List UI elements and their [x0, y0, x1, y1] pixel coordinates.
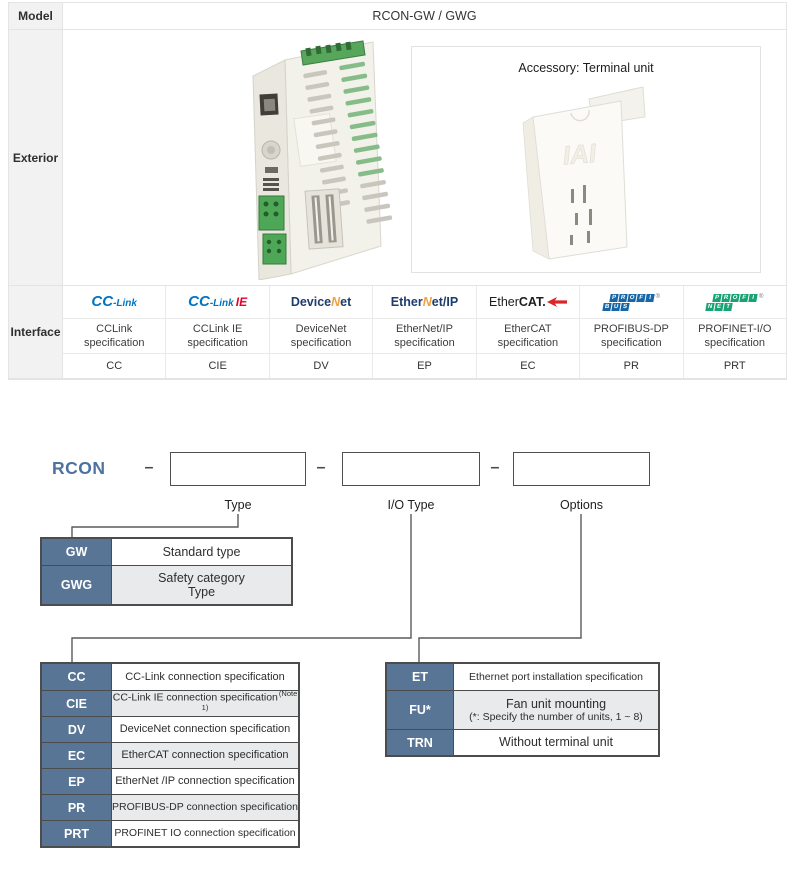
code-cell: FU*: [387, 691, 454, 729]
model-value: RCON-GW / GWG: [372, 9, 477, 23]
code-text: EP: [417, 359, 432, 372]
ethercat-logo: EtherCAT.: [476, 286, 580, 319]
desc-cell: Ethernet port installation specification: [469, 670, 643, 683]
interface-row-header: Interface: [9, 286, 63, 378]
dash-separator: –: [490, 459, 500, 476]
brand-emboss: IAI: [561, 138, 597, 171]
desc-cell: CC-Link connection specification: [125, 670, 285, 683]
desc-cell: EtherNet /IP connection specification: [115, 775, 295, 788]
ethercat-arrow-icon: [546, 297, 567, 307]
table-row: PRT PROFINET IO connection specification: [42, 820, 298, 846]
code-cell: GW: [42, 539, 112, 565]
desc-cell: PROFINET IO connection specification: [114, 827, 296, 840]
desc-cell: Safety category Type: [112, 566, 291, 604]
table-row: FU* Fan unit mounting (*: Specify the nu…: [387, 690, 658, 729]
ethernet-ip-logo: EtherNet/IP: [373, 286, 476, 319]
exterior-row-header: Exterior: [9, 30, 63, 285]
model-prefix: RCON: [52, 458, 106, 478]
code-cell: DV: [42, 717, 112, 742]
code-cell: PRT: [42, 821, 112, 846]
code-cell: CIE: [42, 691, 112, 716]
spec-text: CCLink IE specification: [166, 319, 269, 354]
io-type-label: I/O Type: [387, 498, 435, 512]
desc-cell: DeviceNet connection specification: [119, 723, 291, 736]
code-text: EC: [520, 359, 536, 372]
desc-cell: PROFIBUS-DP connection specification: [112, 795, 298, 820]
io-type-table: CC CC-Link connection specification CIE …: [40, 662, 300, 848]
code-text: DV: [313, 359, 329, 372]
code-text: PR: [623, 359, 639, 372]
dash-separator: –: [144, 459, 154, 476]
model-row: Model RCON-GW / GWG: [9, 3, 786, 30]
interface-col-cclink: CC-Link CCLink specification CC: [63, 286, 167, 378]
spec-text: PROFIBUS-DP specification: [580, 319, 683, 354]
options-table: ET Ethernet port installation specificat…: [385, 662, 660, 757]
spec-text: PROFINET-I/O specification: [683, 319, 786, 354]
table-row: EP EtherNet /IP connection specification: [42, 768, 298, 794]
code-cell: GWG: [42, 566, 112, 604]
terminal-unit-illustration: IAI: [522, 86, 646, 260]
gateway-unit-illustration: [252, 40, 393, 281]
spec-text: DeviceNet specification: [269, 319, 373, 354]
code-cell: TRN: [387, 730, 454, 755]
spec-text: CCLink specification: [63, 319, 166, 354]
accessory-caption: Accessory: Terminal unit: [518, 61, 654, 75]
model-row-header: Model: [9, 3, 63, 29]
dash-separator: –: [316, 459, 326, 476]
code-text: CIE: [208, 359, 227, 372]
io-type-code-box: [342, 452, 480, 486]
table-row: TRN Without terminal unit: [387, 729, 658, 755]
desc-cell: Fan unit mounting (*: Specify the number…: [454, 691, 658, 729]
interface-col-ethernet-ip: EtherNet/IP EtherNet/IP specification EP: [373, 286, 477, 378]
interface-col-devicenet: DeviceNet DeviceNet specification DV: [269, 286, 374, 378]
desc-cell: Without terminal unit: [499, 735, 613, 750]
accessory-panel: Accessory: Terminal unit IAI: [411, 46, 761, 273]
table-row: CIE CC-Link IE connection specification(…: [42, 688, 298, 716]
code-cell: ET: [387, 664, 454, 690]
code-cell: CC: [42, 664, 112, 690]
desc-cell: EtherCAT connection specification: [112, 743, 298, 768]
table-row: GW Standard type: [42, 539, 291, 565]
table-row: CC CC-Link connection specification: [42, 664, 298, 690]
interface-col-ethercat: EtherCAT. EtherCAT specification EC: [476, 286, 581, 378]
type-code-box: [170, 452, 306, 486]
table-row: PR PROFIBUS-DP connection specification: [42, 794, 298, 820]
spec-table: Model RCON-GW / GWG Exterior: [8, 2, 787, 380]
code-cell: EC: [42, 743, 112, 768]
spec-text: EtherCAT specification: [476, 319, 580, 354]
code-cell: PR: [42, 795, 112, 820]
table-row: EC EtherCAT connection specification: [42, 742, 298, 768]
type-table: GW Standard type GWG Safety category Typ…: [40, 537, 293, 606]
exterior-content: Accessory: Terminal unit IAI: [63, 30, 786, 285]
code-text: PRT: [723, 359, 746, 372]
code-text: CC: [106, 359, 123, 372]
table-row: DV DeviceNet connection specification: [42, 716, 298, 742]
table-row: ET Ethernet port installation specificat…: [387, 664, 658, 690]
spec-text: EtherNet/IP specification: [373, 319, 476, 354]
interface-row: Interface CC-Link CCLink specification C…: [9, 286, 786, 379]
gateway-unit-image: [213, 38, 393, 281]
table-row: GWG Safety category Type: [42, 565, 291, 604]
note-superscript: (Note 1): [201, 688, 298, 712]
cclink-logo: CC-Link: [63, 286, 166, 319]
exterior-row: Exterior: [9, 30, 786, 286]
code-cell: EP: [42, 769, 112, 794]
type-label: Type: [224, 498, 252, 512]
devicenet-logo: DeviceNet: [269, 286, 373, 319]
desc-cell: CC-Link IE connection specification(Note…: [112, 688, 298, 716]
options-code-box: [513, 452, 650, 486]
desc-cell: Standard type: [162, 544, 241, 559]
options-label: Options: [559, 498, 604, 512]
